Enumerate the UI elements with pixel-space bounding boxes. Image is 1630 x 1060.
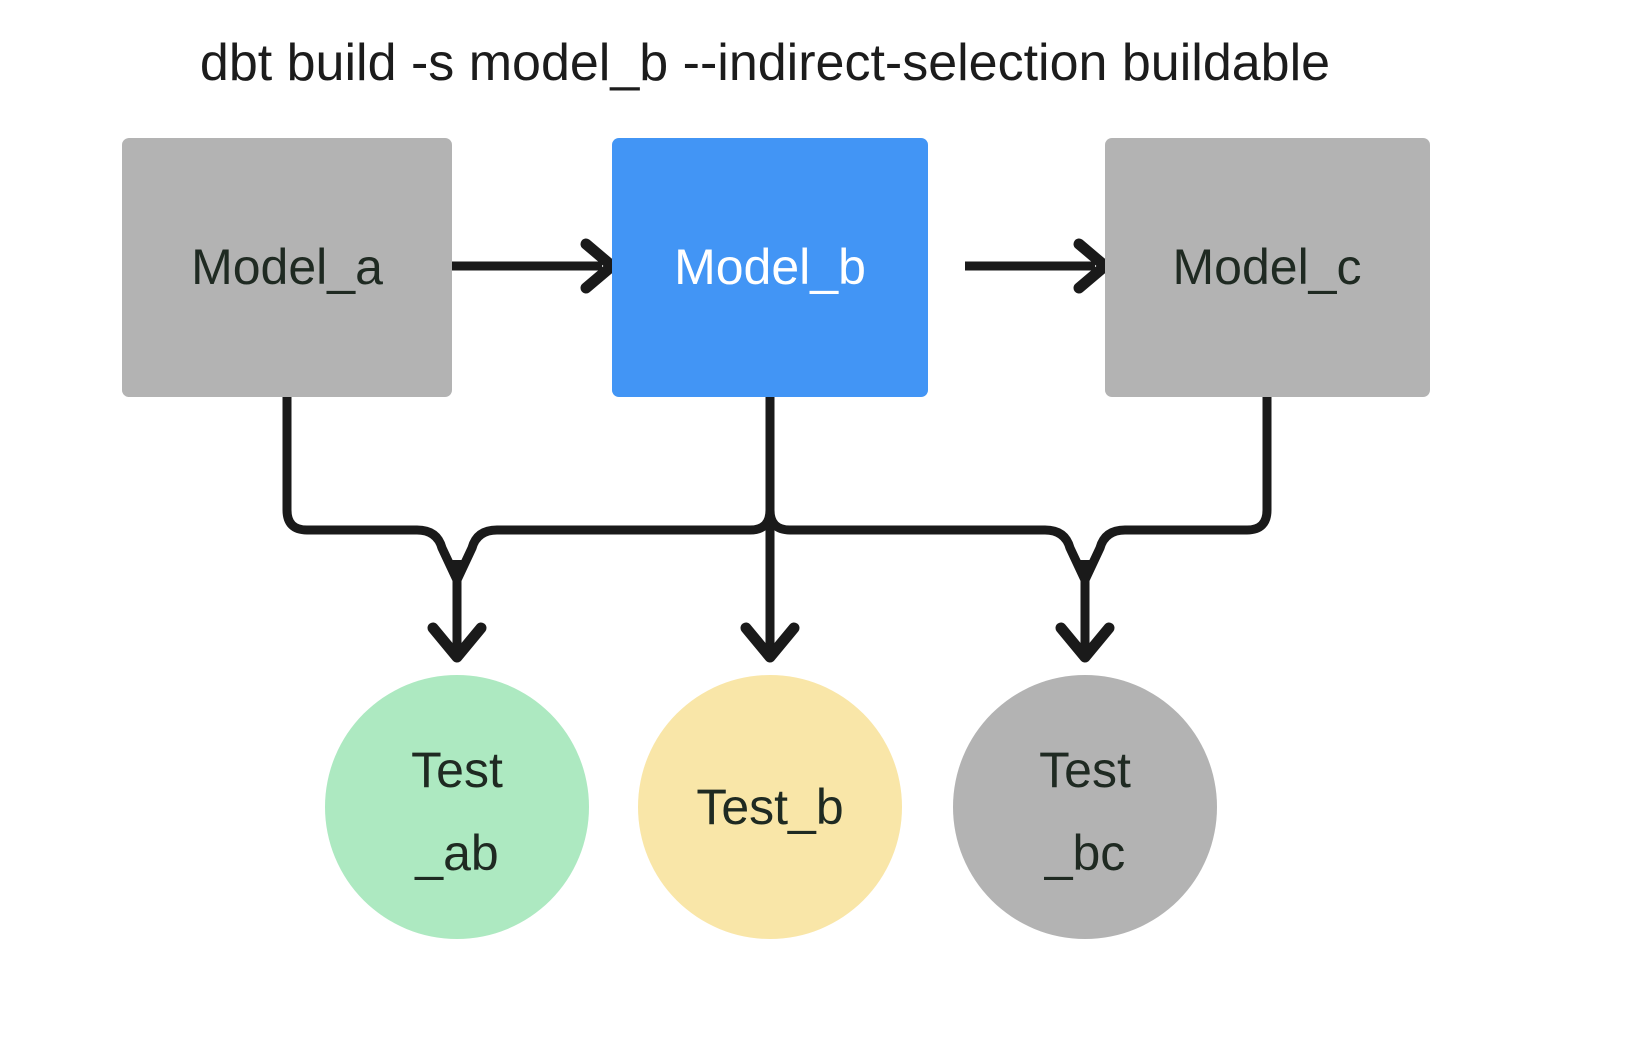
edge-model-a-to-model-b [452,238,618,294]
edge-model-b-to-test-ab [427,509,775,663]
node-test-bc[interactable]: Test _bc [953,675,1217,939]
test-nodes: Test _ab Test_b Test _bc [325,675,1217,939]
node-model-c[interactable]: Model_c [1105,138,1430,397]
model-c-box[interactable] [1105,138,1430,397]
test-b-circle[interactable] [638,675,902,939]
test-ab-label-line2: _ab [414,825,498,881]
model-b-box[interactable] [612,138,928,397]
test-bc-label-line1: Test [1039,742,1131,798]
edge-model-c-to-test-bc [1055,397,1272,663]
model-b-label: Model_b [674,239,866,295]
test-ab-circle[interactable] [325,675,589,939]
edge-model-a-to-test-ab [282,397,462,582]
model-nodes: Model_a Model_b Model_c [122,138,1430,397]
edge-model-b-to-model-c [965,238,1111,294]
node-model-a[interactable]: Model_a [122,138,452,397]
edge-model-b-to-test-bc [765,509,1090,582]
node-model-b[interactable]: Model_b [612,138,928,397]
model-a-box[interactable] [122,138,452,397]
model-a-label: Model_a [191,239,383,295]
test-bc-label-line2: _bc [1044,825,1126,881]
diagram-title: dbt build -s model_b --indirect-selectio… [200,34,1330,92]
test-ab-label-line1: Test [411,742,503,798]
edge-layer [282,238,1272,663]
node-test-ab[interactable]: Test _ab [325,675,589,939]
test-b-label-line1: Test_b [696,779,843,835]
model-c-label: Model_c [1173,239,1362,295]
node-test-b[interactable]: Test_b [638,675,902,939]
test-bc-circle[interactable] [953,675,1217,939]
